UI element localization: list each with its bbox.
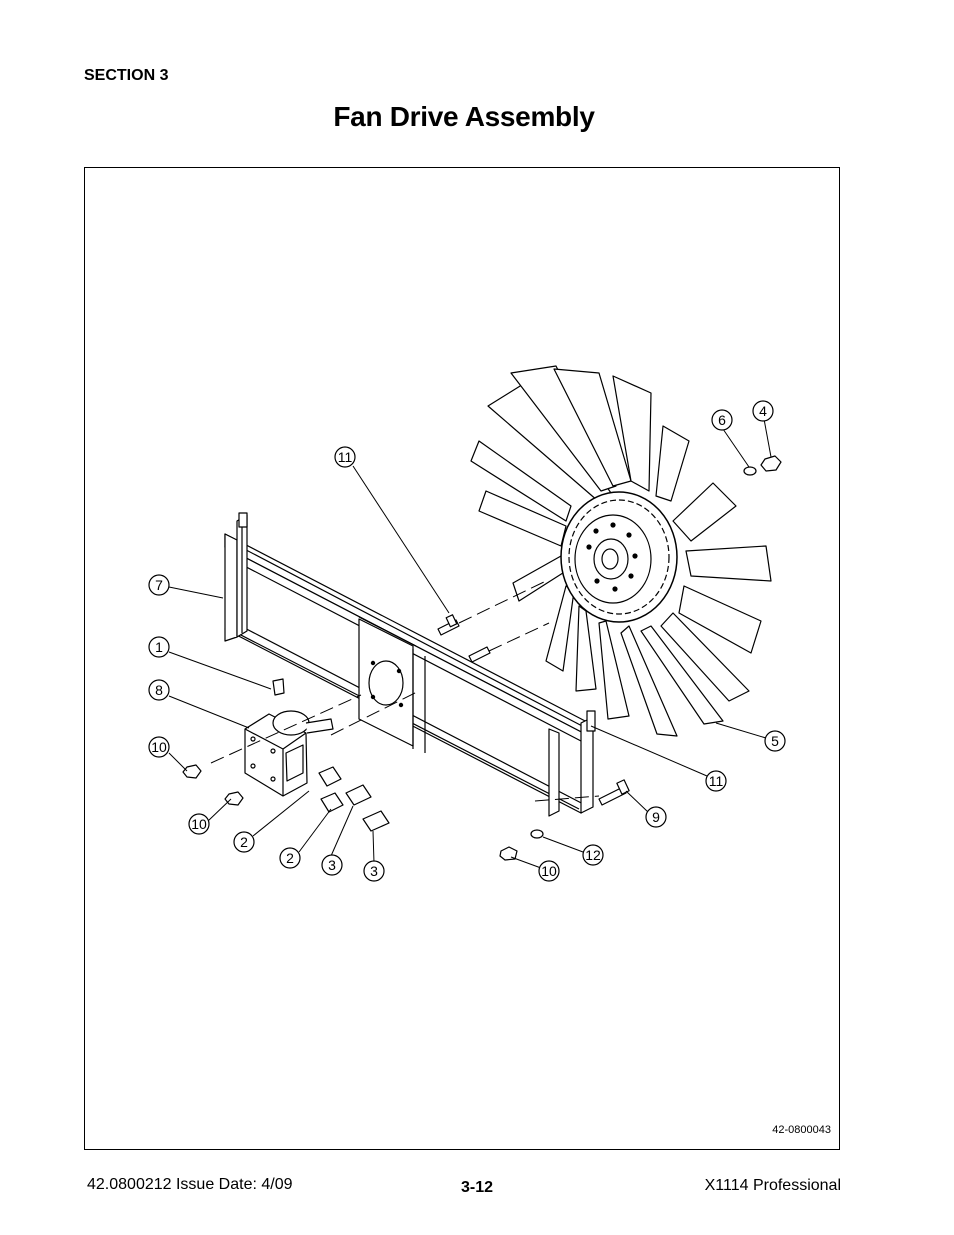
callout-8: 8	[148, 679, 170, 701]
callout-9: 9	[645, 806, 667, 828]
footer-page-number: 3-12	[461, 1179, 494, 1196]
bolts	[437, 614, 630, 806]
callout-7: 7	[148, 574, 170, 596]
svg-text:2: 2	[240, 834, 248, 850]
svg-text:4: 4	[759, 403, 767, 419]
svg-text:12: 12	[585, 847, 601, 863]
svg-text:10: 10	[541, 863, 557, 879]
callout-12: 12	[582, 844, 604, 866]
svg-text:5: 5	[771, 733, 779, 749]
hydraulic-motor	[244, 710, 334, 797]
svg-text:1: 1	[155, 639, 163, 655]
fan-blades	[470, 365, 772, 737]
svg-text:6: 6	[718, 412, 726, 428]
callout-10-left: 10	[148, 736, 170, 758]
footer-doc-info: 42.0800212 Issue Date: 4/09	[87, 1176, 293, 1193]
svg-text:3: 3	[370, 863, 378, 879]
hardware	[182, 455, 782, 861]
svg-text:3: 3	[328, 857, 336, 873]
fan-hub	[560, 491, 678, 623]
svg-text:10: 10	[151, 739, 167, 755]
figure-frame: 11 7 1 8 10 10 2 2 3 3 6 4 5 11 9 12 10 …	[84, 167, 840, 1150]
mounting-frame	[224, 512, 596, 817]
svg-text:7: 7	[155, 577, 163, 593]
svg-text:9: 9	[652, 809, 660, 825]
callout-3-right: 3	[363, 860, 385, 882]
fittings	[318, 766, 390, 832]
callout-10-bottom: 10	[538, 860, 560, 882]
section-label: SECTION 3	[84, 67, 169, 84]
callout-6: 6	[711, 409, 733, 431]
svg-text:10: 10	[191, 816, 207, 832]
callout-4: 4	[752, 400, 774, 422]
callout-3-left: 3	[321, 854, 343, 876]
callout-11-right: 11	[705, 770, 727, 792]
svg-text:11: 11	[338, 449, 353, 465]
callout-5: 5	[764, 730, 786, 752]
footer-model: X1114 Professional	[704, 1177, 841, 1194]
callout-10-lower: 10	[188, 813, 210, 835]
exploded-view-drawing: 11 7 1 8 10 10 2 2 3 3 6 4 5 11 9 12 10	[148, 365, 786, 882]
svg-text:11: 11	[709, 773, 724, 789]
svg-text:8: 8	[155, 682, 163, 698]
svg-text:2: 2	[286, 850, 294, 866]
callout-2-left: 2	[233, 831, 255, 853]
callout-11-top: 11	[334, 446, 356, 468]
callout-2-right: 2	[279, 847, 301, 869]
callout-1: 1	[148, 636, 170, 658]
page-title: Fan Drive Assembly	[333, 101, 595, 132]
figure-number: 42-0800043	[772, 1124, 831, 1136]
